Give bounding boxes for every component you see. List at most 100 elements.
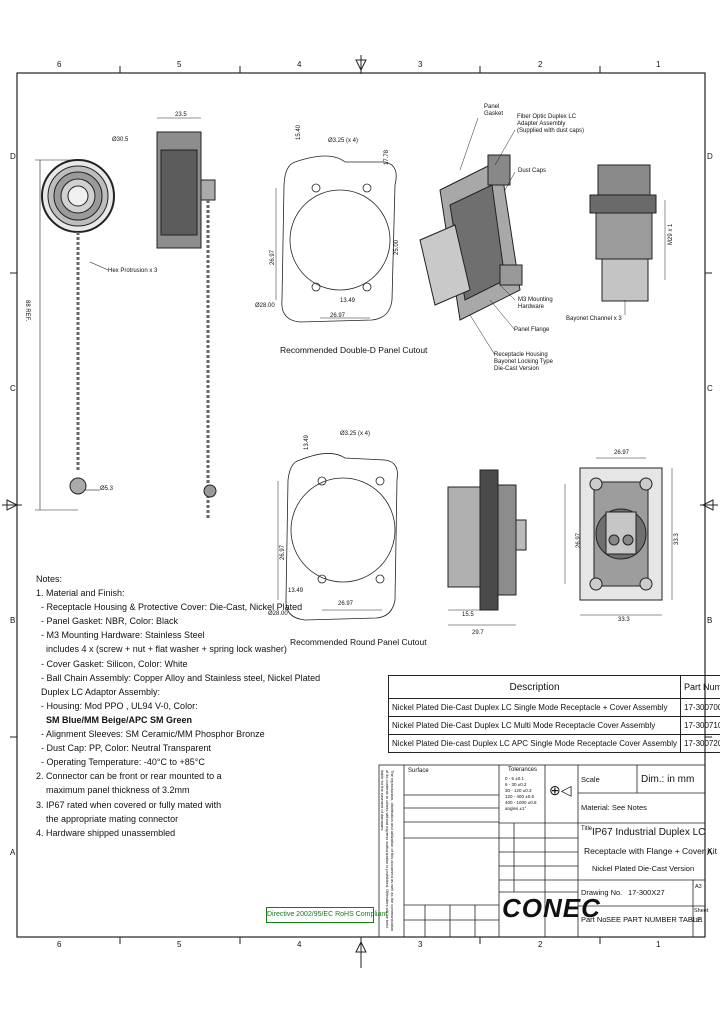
table-cell-description: Nickel Plated Die-cast Duplex LC APC Sin… <box>387 734 682 753</box>
dim-round-w1: 13.49 <box>288 588 304 594</box>
tb-part-no-label: Part No. <box>581 915 609 924</box>
tb-title-line2: Receptacle with Flange + Cover Kit <box>584 846 717 856</box>
projection-symbol-icon: ⊕◁ <box>549 782 572 798</box>
callout-housing: Receptacle Housing Bayonet Locking Type … <box>494 352 553 372</box>
double-d-cutout-drawing <box>275 155 397 323</box>
zone-col-1-top: 1 <box>656 60 661 69</box>
note-line: Notes: <box>36 574 63 584</box>
note-line: SM Blue/MM Beige/APC SM Green <box>36 714 193 725</box>
callout-bayonet: Bayonet Channel x 3 <box>566 316 622 322</box>
tb-tolerances: Tolerances <box>508 767 538 773</box>
note-line: 2. Connector can be front or rear mounte… <box>36 771 222 782</box>
zone-col-5-bottom: 5 <box>177 940 182 949</box>
zone-row-b-right: B <box>707 616 713 625</box>
zone-col-2-bottom: 2 <box>538 940 543 949</box>
tb-drawing-no-label: Drawing No. <box>581 888 623 897</box>
note-line: maximum panel thickness of 3.2mm <box>36 785 190 796</box>
zone-col-3-top: 3 <box>418 60 423 69</box>
dim-dd-w2: 26.97 <box>330 313 346 319</box>
tb-part-no: SEE PART NUMBER TABLE <box>606 915 703 924</box>
zone-row-d-right: D <box>707 152 713 161</box>
table-cell-description: Nickel Plated Die-Cast Duplex LC Single … <box>387 698 682 717</box>
zone-ticks <box>10 66 712 944</box>
notes-block: Notes: 1. Material and Finish: - Receptac… <box>36 572 320 840</box>
dim-ring-dia: Ø5.3 <box>100 486 114 492</box>
tolerance-line: angles ±1° <box>505 806 527 811</box>
tb-format: A3 <box>695 884 702 890</box>
dim-dd-w1: 13.49 <box>340 298 356 304</box>
zone-row-a-right: A <box>707 848 713 857</box>
dim-front-w2: 33.3 <box>618 617 630 623</box>
table-header-part-number: Part Number <box>680 675 720 699</box>
note-line: - Panel Gasket: NBR, Color: Black <box>36 616 179 627</box>
tb-side-note-wrap: The reproduction, distribution and utili… <box>381 768 401 936</box>
centering-arrows <box>2 55 718 968</box>
dim-cover-dia: Ø30.5 <box>112 137 129 143</box>
tb-title-line3: Nickel Plated Die-Cast Version <box>592 864 695 873</box>
note-line: - M3 Mounting Hardware: Stainless Steel <box>36 630 205 641</box>
zone-row-c-right: C <box>707 384 713 393</box>
note-line: - Cover Gasket: Silicon, Color: White <box>36 658 188 669</box>
note-line: - Receptacle Housing & Protective Cover:… <box>36 602 303 613</box>
dim-front-h2: 33.3 <box>674 533 680 545</box>
table-header-description: Description <box>387 675 682 699</box>
caption-double-d: Recommended Double-D Panel Cutout <box>280 345 428 355</box>
dim-dd-holes: Ø3.25 (x 4) <box>328 138 359 144</box>
zone-col-3-bottom: 3 <box>418 940 423 949</box>
tb-sheet: Sheet <box>694 908 709 914</box>
zone-col-5-top: 5 <box>177 60 182 69</box>
note-line: - Dust Cap: PP, Color: Neutral Transpare… <box>36 743 211 754</box>
tolerance-line: 6 - 30 ±0.2 <box>505 782 527 787</box>
tb-side-note: The reproduction, distribution and utili… <box>381 770 395 932</box>
zone-col-4-top: 4 <box>297 60 302 69</box>
dim-chain-length: 88 REF. <box>24 300 30 322</box>
caption-round: Recommended Round Panel Cutout <box>290 637 427 647</box>
zone-col-6-bottom: 6 <box>57 940 62 949</box>
zone-col-1-bottom: 1 <box>656 940 661 949</box>
table-row: Nickel Plated Die-cast Duplex LC APC Sin… <box>387 734 720 753</box>
note-line: - Alignment Sleeves: SM Ceramic/MM Phosp… <box>36 729 265 740</box>
dim-round-h1: 13.49 <box>304 434 310 450</box>
receptacle-bottom-side-view <box>447 469 527 626</box>
rohs-badge: Directive 2002/95/EC RoHS Compliant <box>266 907 387 923</box>
dim-dd-h4: 25.00 <box>394 239 400 255</box>
tolerance-line: 30 - 120 ±0.3 <box>505 788 532 793</box>
dim-round-holes: Ø3.25 (x 4) <box>340 431 371 437</box>
note-line: 4. Hardware shipped unassembled <box>36 827 176 838</box>
receptacle-side-view <box>589 164 666 315</box>
zone-row-a-left: A <box>10 848 16 857</box>
table-cell-part-number: 17-300720 <box>680 734 720 753</box>
dim-bottom-d1: 15.5 <box>462 612 474 618</box>
zone-row-d-left: D <box>10 152 16 161</box>
callout-thread: M29 x 1 <box>668 223 674 245</box>
conec-logo: CONEC <box>502 893 601 923</box>
zone-col-4-bottom: 4 <box>297 940 302 949</box>
cover-front-view <box>35 159 115 511</box>
dim-front-h1: 26.97 <box>576 532 582 548</box>
note-line: the appropriate mating connector <box>36 813 179 824</box>
zone-row-b-left: B <box>10 616 16 625</box>
callout-adapter: Fiber Optic Duplex LC Adapter Assembly (… <box>517 114 585 134</box>
table-cell-part-number: 17-300710 <box>680 716 720 735</box>
table-cell-description: Nickel Plated Die-Cast Duplex LC Multi M… <box>387 716 682 735</box>
callout-dust-caps: Dust Caps <box>518 168 547 174</box>
zone-col-6-top: 6 <box>57 60 62 69</box>
tb-title-label: Title <box>581 826 593 832</box>
note-line: 1. Material and Finish: <box>36 588 125 599</box>
title-block-grid <box>378 764 706 938</box>
cover-side-view <box>156 117 217 520</box>
zone-row-c-left: C <box>10 384 16 393</box>
dim-cover-side: 23.5 <box>175 112 187 118</box>
tb-surface: Surface <box>408 768 429 774</box>
dim-dd-h2: 17.78 <box>384 149 390 165</box>
dim-front-w1: 26.97 <box>614 450 630 456</box>
tb-sheet-val: 1/1 <box>695 918 703 924</box>
dim-dd-bore: Ø28.00 <box>255 303 275 309</box>
tb-scale-label: Scale <box>581 775 600 784</box>
callout-panel-gasket: Panel Gasket <box>484 104 504 117</box>
note-line: - Operating Temperature: -40°C to +85°C <box>36 757 205 768</box>
dim-dd-h1: 15.40 <box>296 124 302 140</box>
tolerance-line: 0 - 6 ±0.1 <box>505 776 524 781</box>
